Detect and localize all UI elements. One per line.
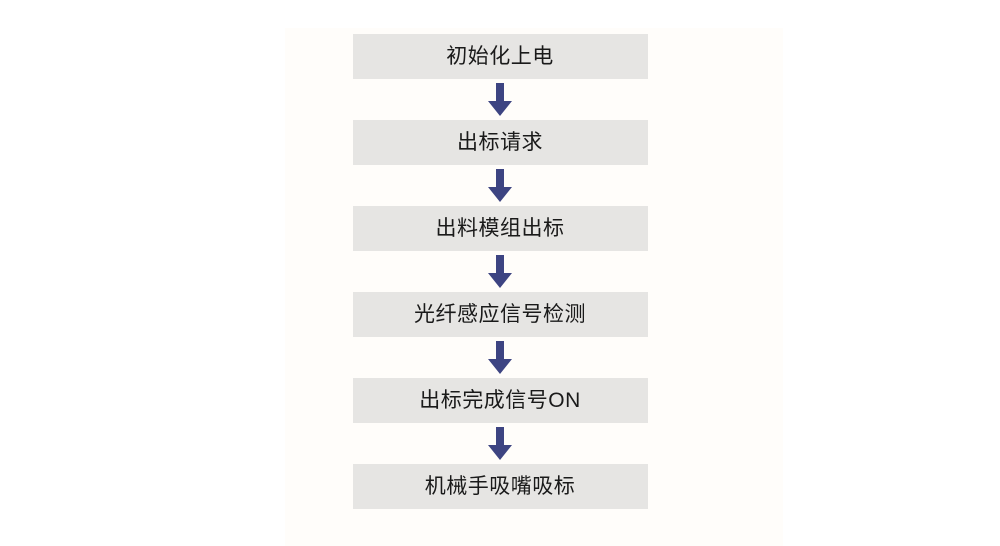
flow-node-label: 初始化上电: [446, 45, 554, 68]
flow-node-label: 出标请求: [457, 131, 543, 154]
flow-connector-5: [353, 423, 648, 464]
flow-node-3[interactable]: 出料模组出标: [352, 206, 648, 251]
flow-node-1[interactable]: 初始化上电: [352, 34, 648, 79]
flow-node-4[interactable]: 光纤感应信号检测: [352, 292, 648, 337]
flow-connector-1: [353, 79, 648, 120]
flow-node-2[interactable]: 出标请求: [352, 120, 648, 165]
arrow-down-icon: [487, 340, 513, 375]
arrow-down-icon: [487, 168, 513, 203]
arrow-down-icon: [487, 82, 513, 117]
flow-node-label: 出标完成信号ON: [419, 389, 581, 412]
arrow-down-icon: [487, 254, 513, 289]
flow-node-5[interactable]: 出标完成信号ON: [352, 378, 648, 423]
flow-connector-4: [353, 337, 648, 378]
flow-node-label: 机械手吸嘴吸标: [424, 475, 576, 498]
flow-node-label: 光纤感应信号检测: [414, 303, 586, 326]
flow-node-label: 出料模组出标: [435, 217, 565, 240]
flow-connector-3: [353, 251, 648, 292]
arrow-down-icon: [487, 426, 513, 461]
page-sheet: [285, 28, 783, 546]
flow-connector-2: [353, 165, 648, 206]
flow-node-6[interactable]: 机械手吸嘴吸标: [352, 464, 648, 509]
